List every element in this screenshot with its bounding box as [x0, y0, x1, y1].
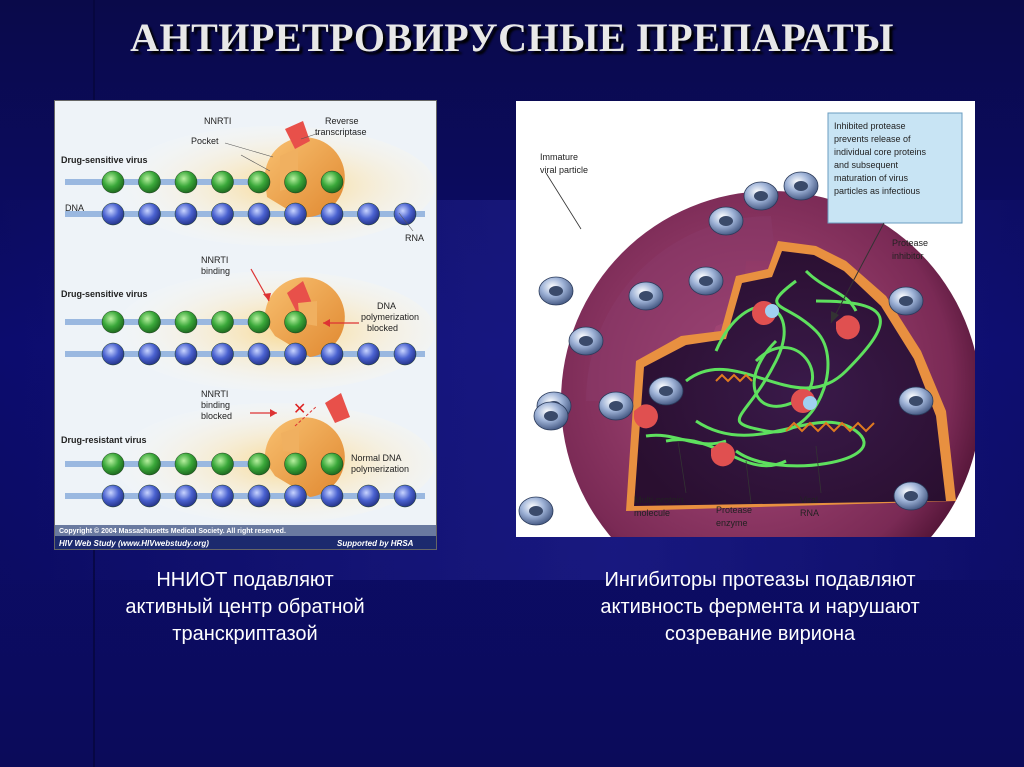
label-nnrti: NNRTI — [204, 116, 231, 126]
label-protease-inhibitor-2: inhibitor — [892, 251, 924, 261]
nnrti-figure: ✕ NNRTI Reverse transcriptase Pocket Dru… — [54, 100, 437, 550]
label-dna-2: DNA — [377, 301, 396, 311]
label-blocked-3: blocked — [201, 411, 232, 421]
label-nnrti-3: NNRTI — [201, 389, 228, 399]
label-polymerization-3: polymerization — [351, 464, 409, 474]
label-viral-particle: viral particle — [540, 165, 588, 175]
label-drug-sensitive-2: Drug-sensitive virus — [61, 289, 148, 299]
panel-3-diagram: ✕ — [65, 393, 435, 523]
label-immature: Immature — [540, 152, 578, 162]
label-drug-resistant: Drug-resistant virus — [61, 435, 147, 445]
label-inhibited-1: Inhibited protease — [834, 121, 906, 131]
caption-left-line-2: активный центр обратной — [125, 596, 365, 618]
label-blocked: blocked — [367, 323, 398, 333]
label-inhibited-6: particles as infectious — [834, 186, 921, 196]
label-protease-enzyme-2: enzyme — [716, 518, 748, 528]
svg-text:✕: ✕ — [293, 399, 306, 418]
virion-diagram — [518, 171, 981, 611]
label-rna: RNA — [405, 233, 424, 243]
label-viral-rna-2: RNA — [800, 508, 819, 518]
caption-right: Ингибиторы протеазы подавляют активность… — [510, 567, 1010, 648]
slide-title: АНТИРЕТРОВИРУСНЫЕ ПРЕПАРАТЫ — [130, 15, 894, 60]
label-binding: binding — [201, 266, 230, 276]
panel-2-diagram — [65, 268, 435, 391]
label-multi-protein: Multi-protein — [634, 495, 684, 505]
protease-figure: Immature viral particle Inhibited protea… — [516, 101, 981, 611]
label-protease-inhibitor-1: Protease — [892, 238, 928, 248]
label-reverse: Reverse — [325, 116, 359, 126]
caption-right-line-1: Ингибиторы протеазы подавляют — [604, 569, 916, 591]
label-inhibited-3: individual core proteins — [834, 147, 927, 157]
label-binding-3: binding — [201, 400, 230, 410]
label-normal-dna: Normal DNA — [351, 453, 402, 463]
label-viral-rna-1: Viral — [800, 495, 818, 505]
label-inhibited-4: and subsequent — [834, 160, 899, 170]
caption-right-line-2: активность фермента и нарушают — [600, 596, 920, 618]
label-nnrti-2: NNRTI — [201, 255, 228, 265]
label-molecule: molecule — [634, 508, 670, 518]
footer-right-text: Supported by HRSA — [337, 539, 414, 548]
label-protease-enzyme-1: Protease — [716, 505, 752, 515]
caption-left-line-3: транскриптазой — [172, 623, 318, 645]
caption-right-line-3: созревание вириона — [664, 623, 856, 645]
caption-left-line-1: ННИОТ подавляют — [156, 569, 334, 591]
panel-1-diagram — [65, 121, 435, 246]
label-pocket: Pocket — [191, 136, 219, 146]
label-inhibited-2: prevents release of — [834, 134, 911, 144]
copyright-text: Copyright © 2004 Massachusetts Medical S… — [59, 527, 286, 535]
label-drug-sensitive-1: Drug-sensitive virus — [61, 155, 148, 165]
footer-left-text: HIV Web Study (www.HIVwebstudy.org) — [59, 539, 209, 548]
caption-left: ННИОТ подавляют активный центр обратной … — [60, 567, 430, 648]
label-dna: DNA — [65, 203, 84, 213]
label-inhibited-5: maturation of virus — [834, 173, 909, 183]
label-polymerization: polymerization — [361, 312, 419, 322]
label-transcriptase: transcriptase — [315, 127, 367, 137]
